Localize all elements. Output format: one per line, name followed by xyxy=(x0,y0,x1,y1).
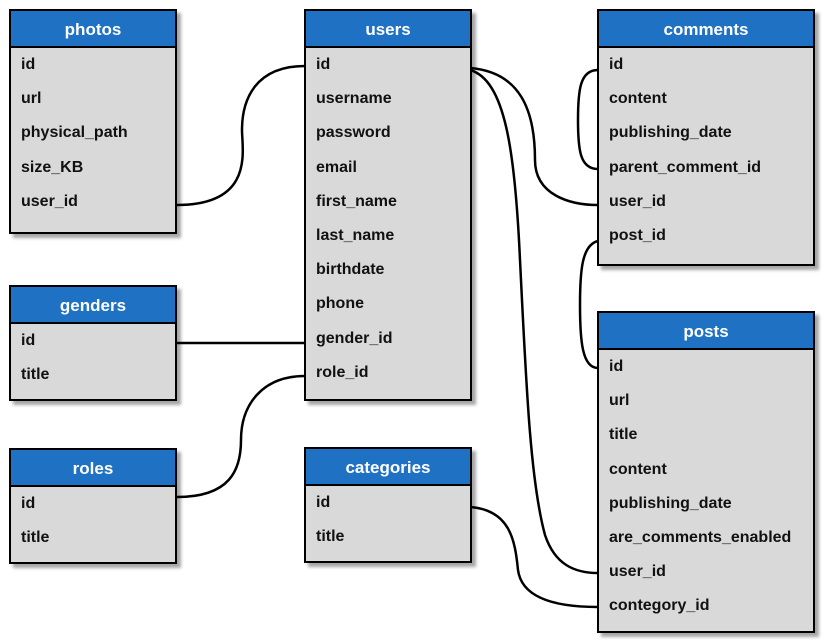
photos-field-url: url xyxy=(21,90,42,108)
table-roles-title: roles xyxy=(11,450,175,487)
photos-field-physical-path: physical_path xyxy=(21,124,128,142)
comments-field-user-id: user_id xyxy=(609,192,666,210)
link-comments-self-reference xyxy=(576,68,599,171)
posts-field-url: url xyxy=(609,392,630,410)
users-field-phone: phone xyxy=(316,295,364,313)
comments-field-post-id: post_id xyxy=(609,226,666,244)
posts-field-are-comments-enabled: are_comments_enabled xyxy=(609,528,792,546)
link-users-id-to-comments-user-id xyxy=(469,66,599,207)
users-field-gender-id: gender_id xyxy=(316,329,393,347)
photos-field-size-kb: size_KB xyxy=(21,158,84,176)
comments-field-content: content xyxy=(609,90,667,108)
table-photos[interactable]: photos id url physical_path size_KB user… xyxy=(9,9,177,234)
table-users-title: users xyxy=(306,11,470,48)
roles-field-title: title xyxy=(21,529,50,547)
table-posts[interactable]: posts id url title content publishing_da… xyxy=(597,311,815,633)
posts-field-id: id xyxy=(609,358,624,375)
posts-field-content: content xyxy=(609,460,667,478)
table-roles[interactable]: roles id title xyxy=(9,448,177,564)
table-categories[interactable]: categories id title xyxy=(304,447,472,563)
genders-field-title: title xyxy=(21,366,50,384)
comments-field-id: id xyxy=(609,56,624,73)
posts-field-title: title xyxy=(609,426,638,444)
posts-field-user-id: user_id xyxy=(609,563,666,581)
link-roles-id-to-users-role-id xyxy=(176,374,306,499)
categories-field-title: title xyxy=(316,528,345,546)
categories-field-id: id xyxy=(316,494,331,511)
link-users-id-to-posts-user-id xyxy=(469,68,599,575)
users-field-last-name: last_name xyxy=(316,226,395,244)
users-field-password: password xyxy=(316,124,391,142)
comments-field-publishing-date: publishing_date xyxy=(609,124,732,142)
table-comments-title: comments xyxy=(599,11,813,48)
genders-field-id: id xyxy=(21,332,36,349)
link-categories-id-to-posts-contegory-id xyxy=(469,505,599,609)
table-genders-title: genders xyxy=(11,287,175,324)
users-field-id: id xyxy=(316,56,331,73)
posts-field-contegory-id: contegory_id xyxy=(609,597,710,615)
table-categories-title: categories xyxy=(306,449,470,486)
users-field-email: email xyxy=(316,158,357,176)
table-photos-title: photos xyxy=(11,11,175,48)
roles-field-id: id xyxy=(21,495,36,512)
comments-field-parent-comment-id: parent_comment_id xyxy=(609,158,762,176)
users-field-birthdate: birthdate xyxy=(316,261,385,279)
table-comments[interactable]: comments id content publishing_date pare… xyxy=(597,9,815,266)
link-photos-user-id-to-users-id xyxy=(176,64,306,207)
posts-field-publishing-date: publishing_date xyxy=(609,494,732,512)
table-genders[interactable]: genders id title xyxy=(9,285,177,401)
users-field-role-id: role_id xyxy=(316,363,369,381)
users-field-username: username xyxy=(316,90,392,108)
photos-field-id: id xyxy=(21,56,36,73)
link-comments-post-id-to-posts-id xyxy=(578,239,599,370)
table-users[interactable]: users id username password email first_n… xyxy=(304,9,472,401)
photos-field-user-id: user_id xyxy=(21,192,78,210)
users-field-first-name: first_name xyxy=(316,192,397,210)
table-posts-title: posts xyxy=(599,313,813,350)
